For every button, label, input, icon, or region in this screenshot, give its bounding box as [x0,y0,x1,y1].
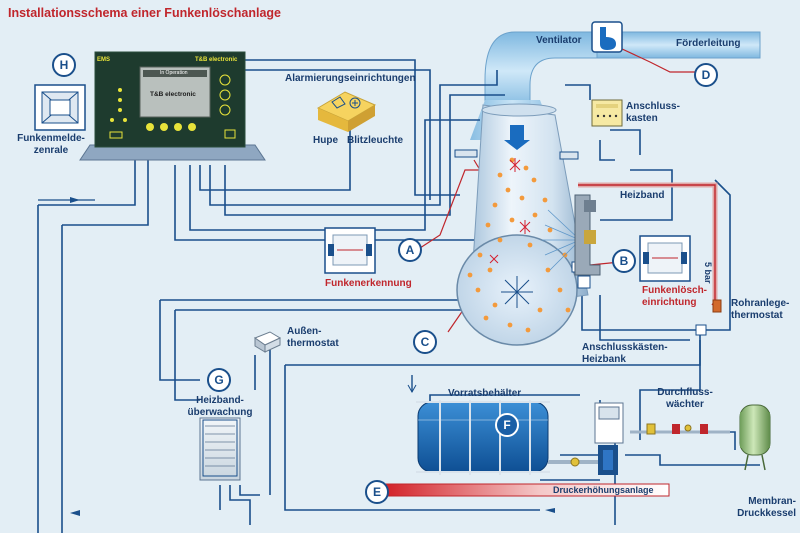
label-membran-1: Membran- [748,496,796,507]
label-anschlusskaesten-1: Anschlusskästen- [582,342,668,353]
nozzle-assembly [574,194,601,276]
label-ventilator: Ventilator [536,35,582,46]
outdoor-thermostat [253,331,282,353]
spark-flashes [489,158,531,264]
flow-valves [630,423,730,435]
badge-d: D [694,63,718,87]
spark-detector-center [34,84,86,131]
label-alarmierung: Alarmierungseinrichtungen [285,73,416,84]
panel-screen-header: In Operation [160,70,188,76]
badge-g: G [207,368,231,392]
label-heizband: Heizband [620,190,665,201]
label-rohranlege-2: thermostat [731,310,783,321]
badge-a: A [398,238,422,262]
label-funkenerkennung: Funkenerkennung [325,278,412,289]
junction-box-heater [695,324,707,336]
extinguishing-unit [639,235,691,282]
label-heizband-ue-2: überwachung [187,407,253,418]
ventilator-fan [591,21,623,53]
label-hupe: Hupe [313,135,338,146]
label-aussen-1: Außen- [287,326,322,337]
label-vorratsbehaelter: Vorratsbehälter [448,388,522,399]
badge-h: H [52,53,76,77]
label-anschlusskaesten-2: Heizbank [582,354,626,365]
spark-burst [501,276,533,308]
label-funkenmelde-2: zenrale [33,145,69,156]
label-pressure: 5 bar [703,262,713,284]
badge-e: E [365,480,389,504]
alarm-unit [316,91,377,132]
label-foerderleitung: Förderleitung [676,38,741,49]
label-membran-2: Druckkessel [737,508,796,519]
pipe-thermostat [712,299,722,313]
spark-particles [467,157,571,333]
label-aussen-2: thermostat [287,338,339,349]
pressure-vessel [739,404,771,471]
panel-ems-label: EMS [97,57,111,63]
heated-pipe [578,182,718,300]
pump-station [548,402,624,475]
label-anschlusskasten-2: kasten [626,113,658,124]
label-funkenloesch-2: einrichtung [642,297,697,308]
junction-box [591,99,623,127]
panel-brand: T&B electronic [195,57,238,63]
label-funkenloesch-1: Funkenlösch- [642,285,708,296]
control-panel [79,51,266,161]
badge-f: F [495,413,519,437]
label-durchfluss-1: Durchfluss- [657,387,713,398]
label-druckerhoehung: Druckerhöhungsanlage [553,485,654,495]
label-rohranlege-1: Rohranlege- [731,298,790,309]
flow-arrows [70,197,555,516]
label-blitzleuchte: Blitzleuchte [347,135,404,146]
spark-detector-unit [324,227,376,274]
label-funkenmelde-1: Funkenmelde- [17,133,85,144]
label-heizband-ue-1: Heizband- [196,395,244,406]
heater-monitor-box [199,417,241,481]
spray-lines [542,209,581,271]
page-title: Installationsschema einer Funkenlöschanl… [8,6,282,20]
panel-screen-brand: T&B electronic [150,91,196,98]
label-anschlusskasten-1: Anschluss- [626,101,680,112]
badge-b: B [612,249,636,273]
badge-c: C [413,330,437,354]
label-durchfluss-2: wächter [666,399,704,410]
